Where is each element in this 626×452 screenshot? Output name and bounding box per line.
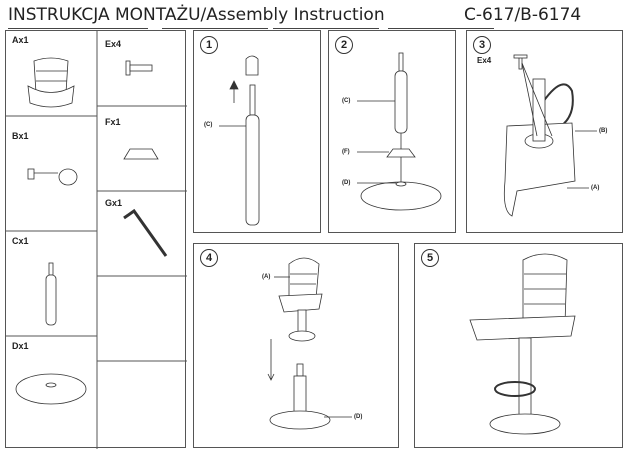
callout-f: (F) xyxy=(342,149,350,155)
step-1-panel: 1 (C) xyxy=(193,30,321,233)
part-label-g: Gx1 xyxy=(105,198,123,208)
step-number: 4 xyxy=(200,249,218,267)
step-3-panel: 3 Ex4 (B) (A) xyxy=(466,30,623,233)
part-label-b: Bx1 xyxy=(12,131,29,141)
callout-b: (B) xyxy=(599,128,608,134)
step-4-panel: 4 (A) (D) xyxy=(193,243,399,448)
step-2-panel: 2 (C) (F) (D) xyxy=(328,30,456,233)
step-number: 2 xyxy=(335,36,353,54)
step-5-panel: 5 xyxy=(414,243,623,448)
callout-ex4: Ex4 xyxy=(477,56,492,65)
part-label-f: Fx1 xyxy=(105,117,121,127)
callout-c: (C) xyxy=(342,98,351,104)
callout-c: (C) xyxy=(204,122,213,128)
part-label-d: Dx1 xyxy=(12,341,29,351)
document-title: INSTRUKCJA MONTAŻU/Assembly Instruction xyxy=(8,5,385,25)
divider xyxy=(273,28,379,29)
parts-list: Ax1 Bx1 Cx1 Dx1 Ex4 Fx1 Gx1 xyxy=(5,30,187,449)
divider xyxy=(8,28,148,29)
part-label-a: Ax1 xyxy=(12,35,29,45)
step-number: 5 xyxy=(421,249,439,267)
step-number: 3 xyxy=(473,36,491,54)
callout-a: (A) xyxy=(262,274,271,280)
model-code: C-617/B-6174 xyxy=(464,5,582,25)
part-label-c: Cx1 xyxy=(12,236,29,246)
callout-d: (D) xyxy=(354,414,363,420)
divider xyxy=(388,28,494,29)
callout-d: (D) xyxy=(342,180,351,186)
part-label-e: Ex4 xyxy=(105,39,122,49)
callout-a: (A) xyxy=(591,185,600,191)
divider xyxy=(162,28,268,29)
step-number: 1 xyxy=(200,36,218,54)
